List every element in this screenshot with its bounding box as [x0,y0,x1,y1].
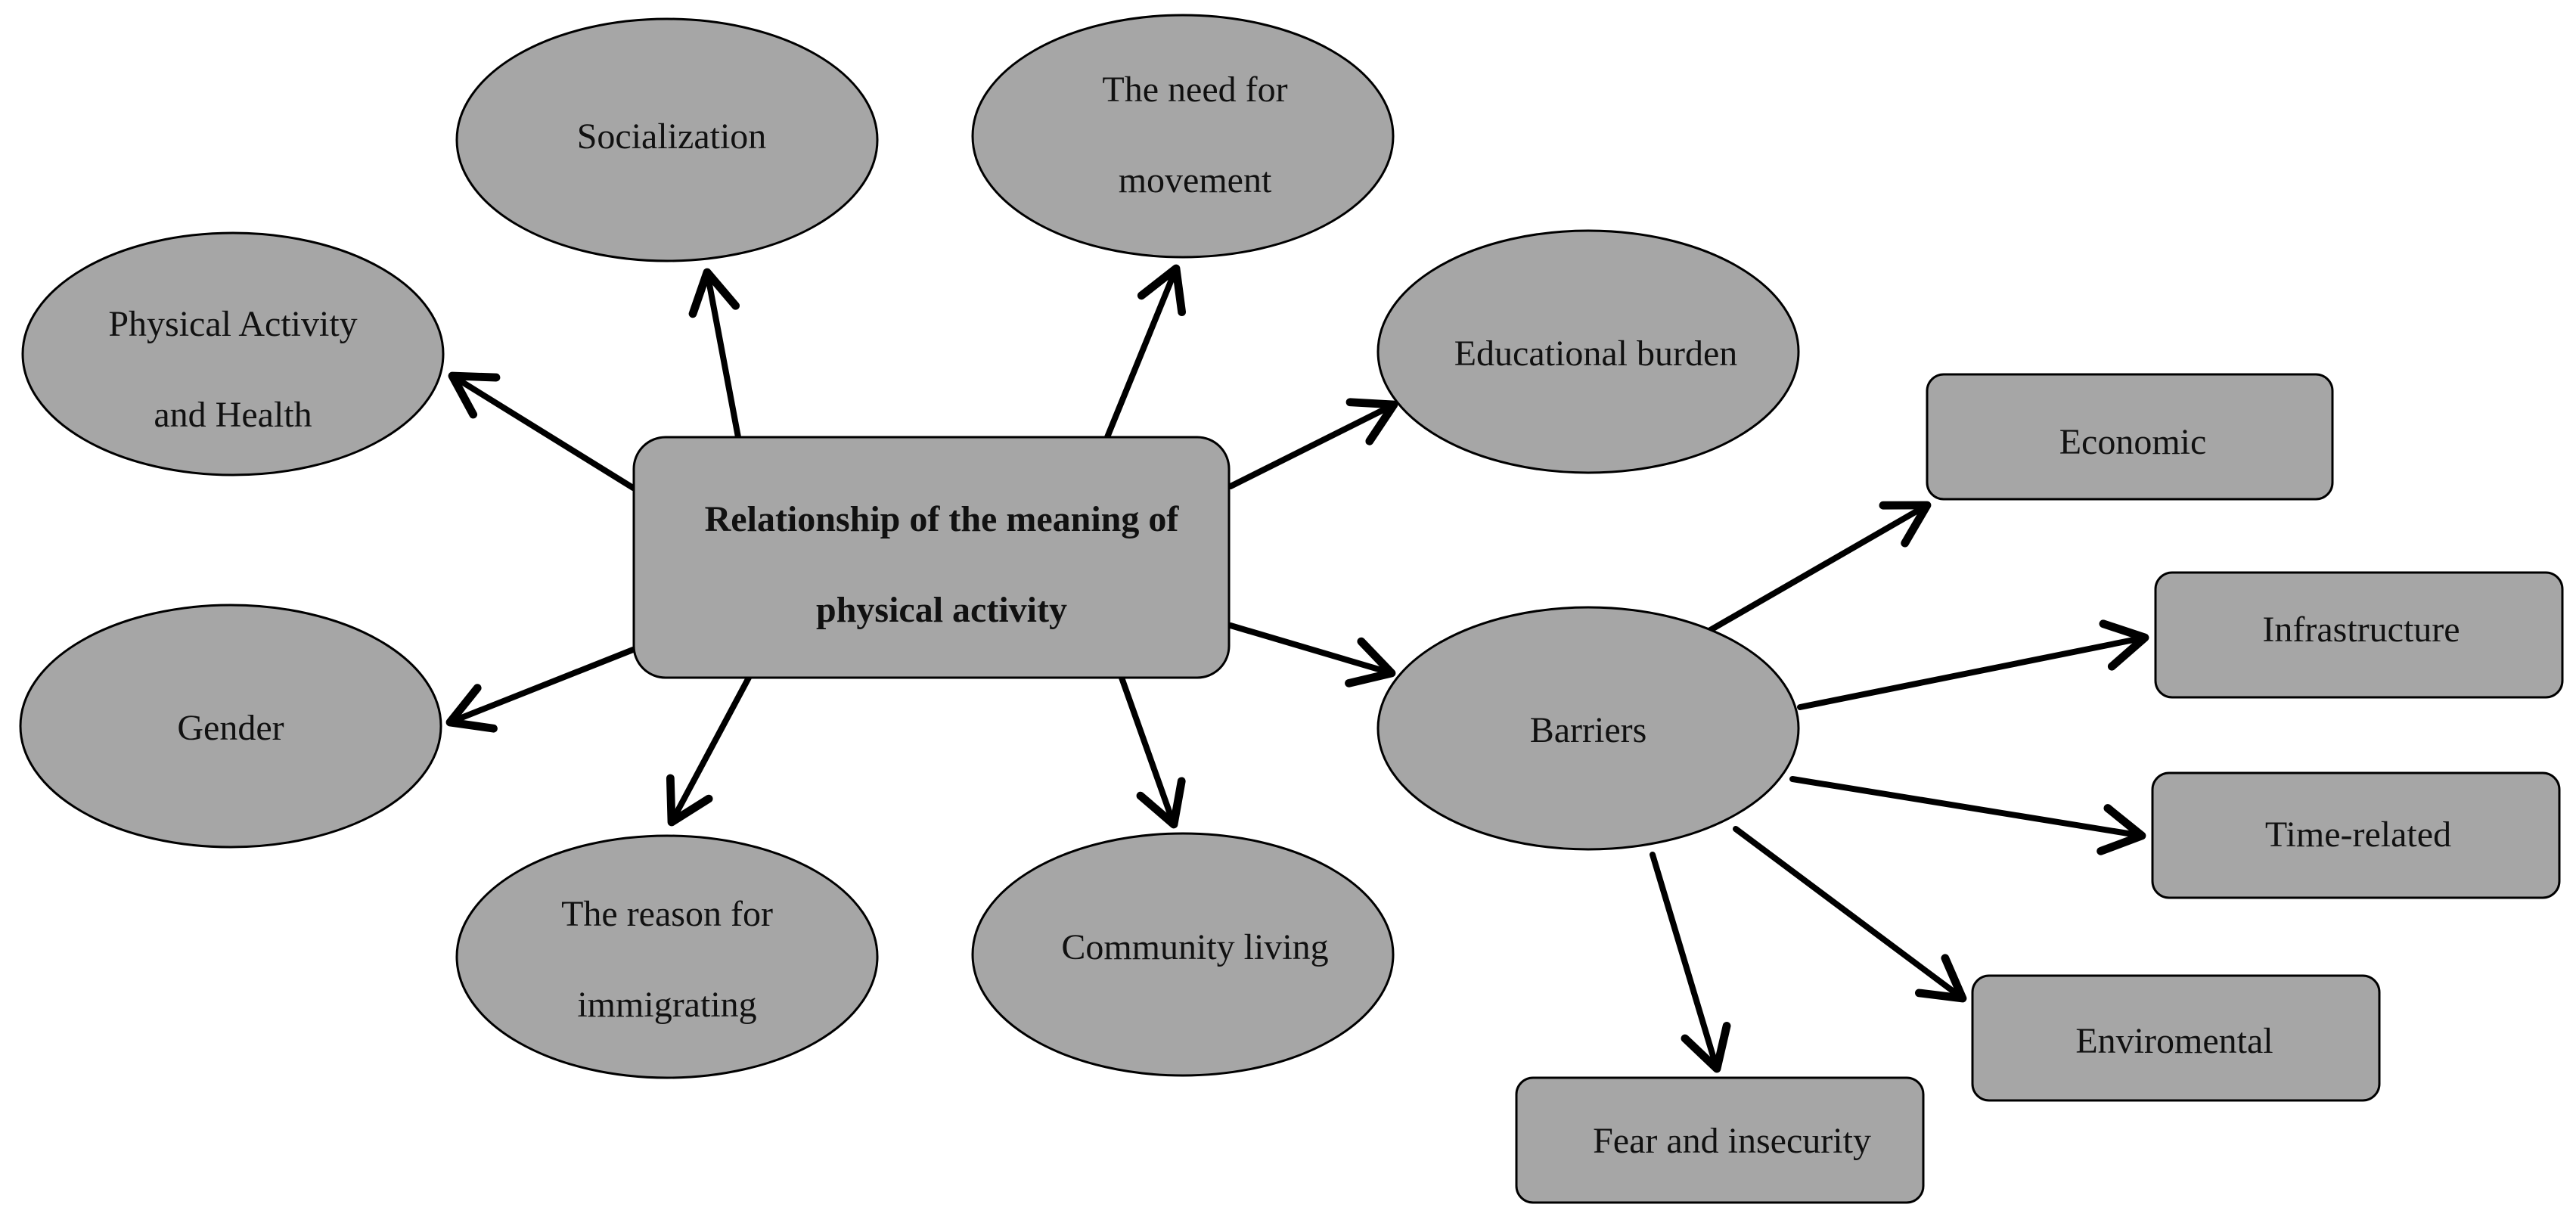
barrier-time-related: Time-related [2151,771,2561,899]
movement-label-line2: movement [1119,160,1272,200]
barrier-fear-insecurity: Fear and insecurity [1515,1076,1925,1204]
node-socialization: Socialization [455,17,879,262]
immigrating-label-line1: The reason for [561,894,773,934]
arrow-to-environmental [1733,826,1967,1003]
node-barriers: Barriers [1376,606,1800,851]
node-health: Physical Activity and Health [21,231,445,476]
barrier-infrastructure: Infrastructure [2154,571,2564,699]
center-label-line2: physical activity [816,590,1067,630]
barrier-economic: Economic [1926,373,2334,501]
arrow-to-community [1119,675,1186,829]
health-label-line2: and Health [154,395,312,435]
node-gender: Gender [19,604,442,849]
arrow-to-time [1789,776,2146,855]
arrow-to-economic [1705,501,1932,635]
center-label-line1: Relationship of the meaning of [705,499,1180,539]
arrow-to-educational [1227,398,1398,489]
node-educational: Educational burden [1376,229,1800,474]
movement-label-line1: The need for [1102,70,1287,110]
center-node: Relationship of the meaning of physical … [632,436,1231,679]
barrier-environmental: Enviromental [1971,974,2381,1102]
arrow-to-infrastructure [1797,619,2149,710]
immigrating-label-line2: immigrating [577,985,756,1025]
node-movement: The need for movement [971,14,1395,259]
barriers-label: Barriers [1530,710,1647,750]
arrow-to-gender [445,647,636,733]
socialization-label: Socialization [577,116,767,157]
community-label: Community living [1061,927,1328,967]
arrow-to-barriers [1227,622,1396,687]
arrow-to-immigrating [666,675,752,827]
gender-label: Gender [177,708,284,748]
educational-label: Educational burden [1454,334,1738,374]
connector-arrows [445,264,2149,1073]
health-label-line1: Physical Activity [108,304,357,344]
arrow-to-fear [1650,852,1731,1073]
node-community: Community living [971,832,1395,1077]
environmental-label: Enviromental [2075,1021,2273,1061]
economic-label: Economic [2059,422,2207,462]
time-related-label: Time-related [2265,815,2451,855]
node-immigrating: The reason for immigrating [455,834,879,1079]
infrastructure-label: Infrastructure [2262,610,2460,650]
fear-insecurity-label: Fear and insecurity [1593,1121,1871,1161]
arrow-to-health [448,371,636,491]
arrow-to-socialization [688,268,741,440]
arrow-to-movement [1104,264,1187,440]
